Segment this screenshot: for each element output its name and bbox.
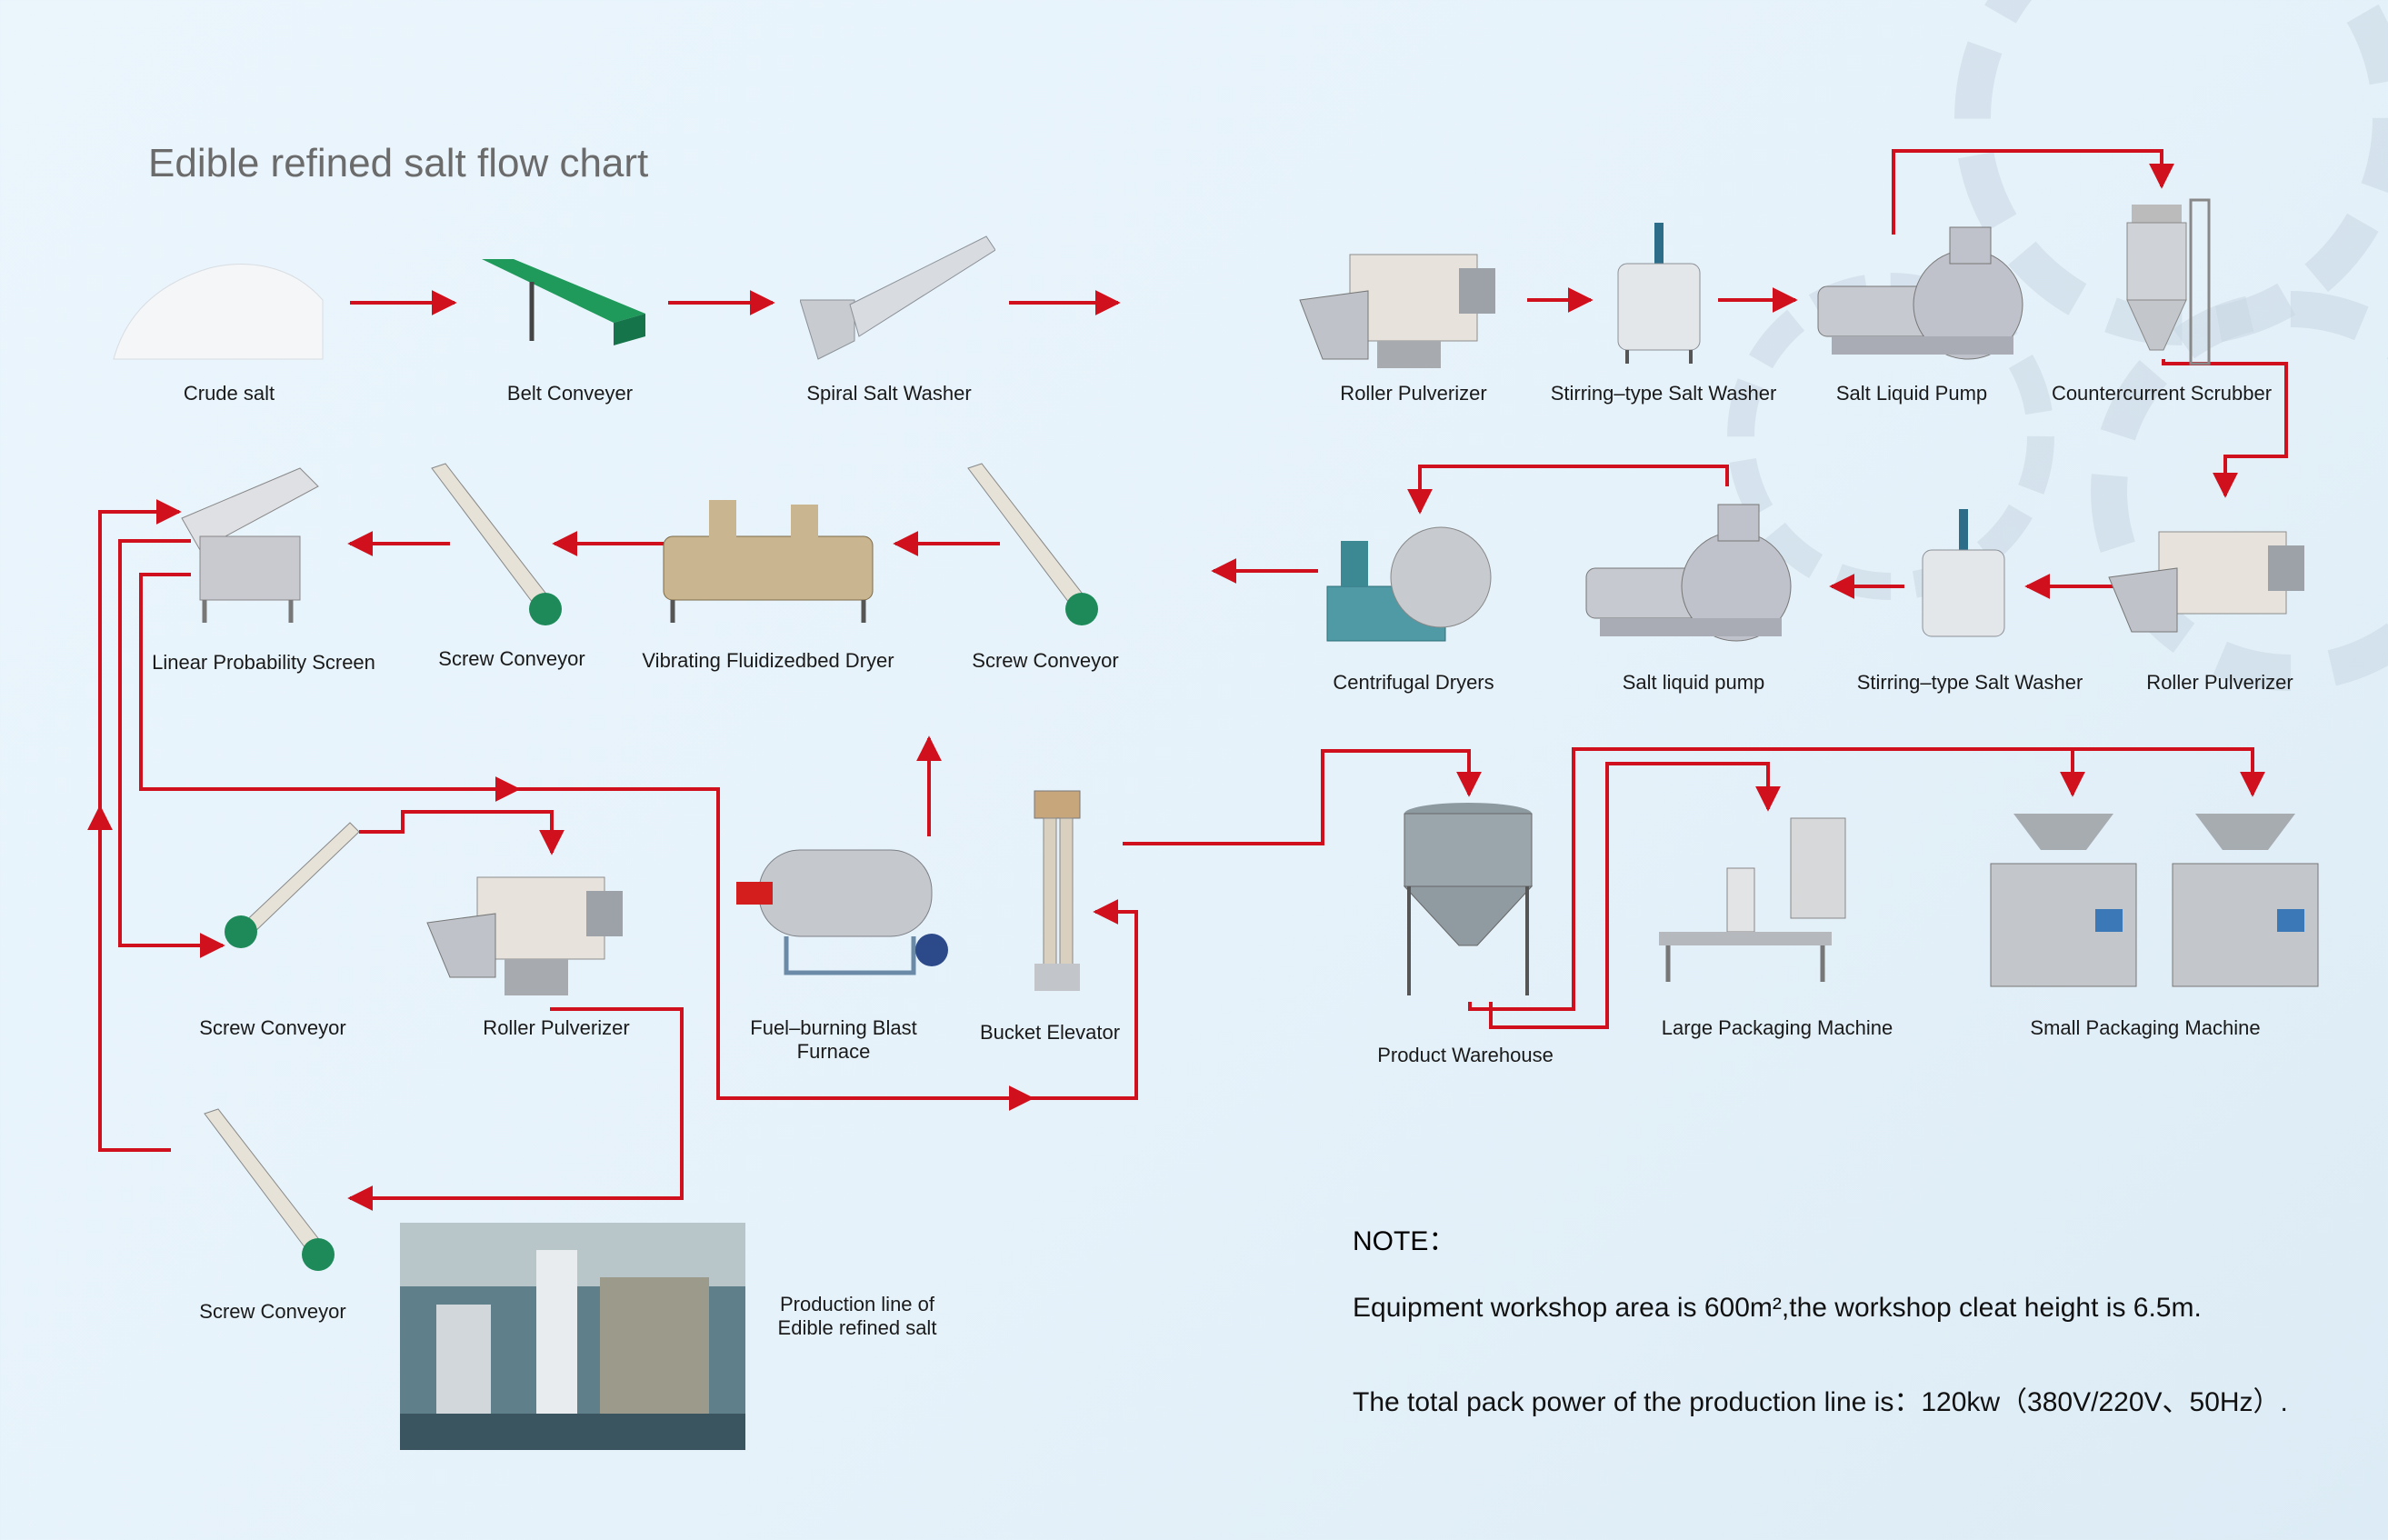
- label-countercurrent-scrubber: Countercurrent Scrubber: [2051, 382, 2273, 405]
- small-packaging-machine-image: [2172, 814, 2319, 987]
- label-centrifugal-dryers: Centrifugal Dryers: [1333, 671, 1494, 694]
- screw-conveyor-image: [204, 1108, 335, 1271]
- product-warehouse-image: [1403, 803, 1534, 995]
- label-roller-pulverizer: Roller Pulverizer: [483, 1016, 630, 1039]
- crude-salt-pile-image: [113, 264, 324, 360]
- label-vibrating-dryer: Vibrating Fluidizedbed Dryer: [642, 649, 894, 672]
- bucket-elevator-image: [1034, 790, 1081, 991]
- stirring-salt-washer-image: [1617, 223, 1701, 364]
- arrow-elevator-warehouse: [1123, 749, 1482, 845]
- note-heading: NOTE：: [1353, 1226, 1456, 1256]
- label-small-packaging: Small Packaging Machine: [2030, 1016, 2261, 1039]
- roller-pulverizer-image: [1299, 254, 1495, 368]
- label-screw-conveyor: Screw Conveyor: [199, 1016, 346, 1039]
- arrow-warehouse-small: [1468, 747, 2265, 1011]
- vibrating-dryer-image: [663, 500, 874, 623]
- label-spiral-salt-washer: Spiral Salt Washer: [806, 382, 972, 405]
- linear-probability-screen-image: [181, 467, 319, 623]
- arrow-scrubber-roller2: [2162, 359, 2288, 498]
- note-line-1: Equipment workshop area is 600m²,the wor…: [1353, 1293, 2202, 1323]
- label-blast-furnace: Fuel–burning Blast Furnace: [750, 1016, 917, 1064]
- label-stirring-salt-washer: Stirring–type Salt Washer: [1856, 671, 2083, 694]
- label-production-line: Production line of Edible refined salt: [777, 1293, 937, 1340]
- arrow-warehouse-large: [1489, 762, 1781, 1029]
- screw-conveyor-image: [431, 463, 562, 625]
- label-crude-salt: Crude salt: [183, 382, 275, 405]
- screw-conveyor-image: [225, 822, 359, 948]
- stirring-salt-washer-image: [1922, 509, 2005, 637]
- belt-conveyor-image: [482, 259, 645, 345]
- arrow-roller3-screw4: [347, 1007, 684, 1211]
- label-linear-probability-screen: Linear Probability Screen: [152, 651, 375, 674]
- label-bucket-elevator: Bucket Elevator: [979, 1021, 1121, 1044]
- arrow-pump-scrubber: [1892, 149, 2174, 235]
- centrifugal-dryer-image: [1326, 526, 1492, 642]
- countercurrent-scrubber-image: [2126, 198, 2211, 365]
- production-line-photo: [400, 1223, 745, 1450]
- label-salt-liquid-pump: Salt liquid pump: [1622, 671, 1765, 694]
- arrow-pump2-centrifugal: [1407, 465, 1729, 515]
- spiral-salt-washer-image: [800, 235, 995, 360]
- label-salt-liquid-pump: Salt Liquid Pump: [1835, 382, 1988, 405]
- label-roller-pulverizer: Roller Pulverizer: [2146, 671, 2293, 694]
- label-screw-conveyor: Screw Conveyor: [438, 647, 585, 670]
- label-stirring-salt-washer: Stirring–type Salt Washer: [1550, 382, 1777, 405]
- label-belt-conveyor: Belt Conveyer: [506, 382, 634, 405]
- chart-title: Edible refined salt flow chart: [148, 141, 649, 185]
- roller-pulverizer-image: [426, 876, 623, 995]
- roller-pulverizer-image: [2108, 531, 2304, 633]
- label-roller-pulverizer: Roller Pulverizer: [1340, 382, 1487, 405]
- salt-liquid-pump-image: [1817, 226, 2023, 360]
- label-product-warehouse: Product Warehouse: [1377, 1044, 1554, 1066]
- label-screw-conveyor: Screw Conveyor: [972, 649, 1119, 672]
- small-packaging-machine-image: [1990, 814, 2137, 987]
- screw-conveyor-image: [967, 463, 1098, 625]
- note-line-2: The total pack power of the production l…: [1353, 1387, 2288, 1417]
- arrow-screen-to-screw3: [118, 539, 225, 958]
- arrow-screen-to-elevator: [139, 573, 1138, 1100]
- label-large-packaging: Large Packaging Machine: [1661, 1016, 1893, 1039]
- label-screw-conveyor: Screw Conveyor: [199, 1300, 346, 1323]
- blast-furnace-image: [736, 849, 948, 975]
- arrow-screw3-roller3: [359, 810, 565, 855]
- large-packaging-machine-image: [1659, 817, 1846, 982]
- salt-liquid-pump-image: [1585, 504, 1792, 642]
